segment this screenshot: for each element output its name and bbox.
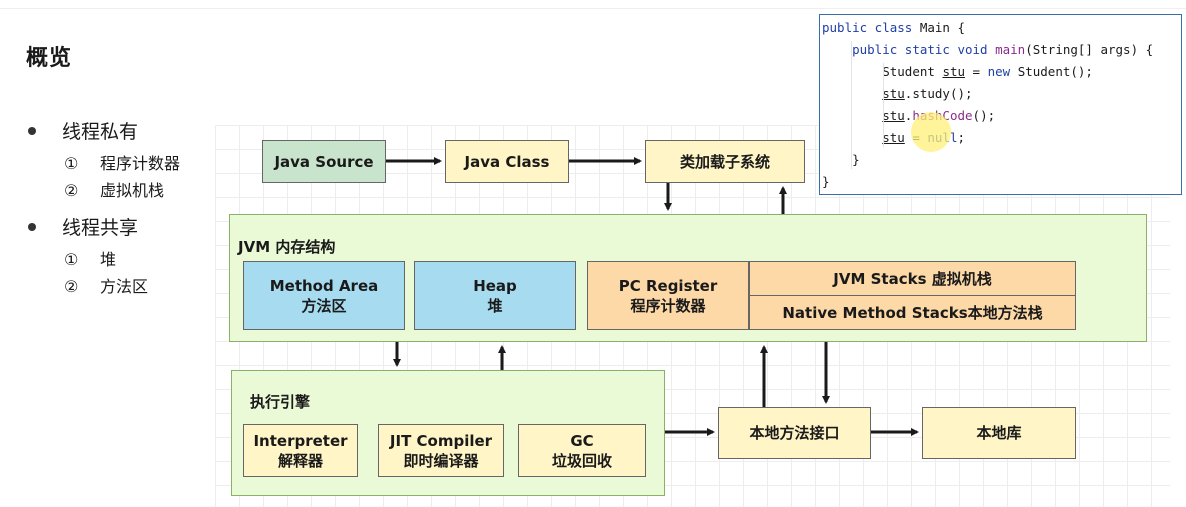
bullet-dot-icon	[28, 126, 36, 135]
bullet-label: 线程私有	[62, 121, 139, 143]
box-label-en: Interpreter	[253, 431, 348, 450]
gc-box: GC 垃圾回收	[518, 424, 646, 477]
box-label-zh: 垃圾回收	[551, 451, 612, 470]
bullet-dot-icon	[28, 222, 36, 231]
code-text: .study();	[904, 86, 973, 101]
code-line: public static void main(String[] args) {	[822, 39, 1181, 61]
jvm-memory-label: JVM 内存结构	[238, 238, 336, 256]
interpreter-box: Interpreter 解释器	[243, 424, 358, 477]
code-variable: stu	[882, 108, 905, 123]
native-library-box: 本地库	[922, 407, 1076, 459]
box-label-en: Method Area	[269, 276, 379, 295]
execution-engine-label: 执行引擎	[250, 393, 311, 411]
jit-compiler-box: JIT Compiler 即时编译器	[378, 424, 504, 477]
code-keyword: public static void	[852, 42, 988, 57]
list-item: ② 虚拟机栈	[64, 177, 164, 201]
code-keyword: public class	[822, 20, 913, 35]
code-text: Main {	[912, 20, 965, 35]
pointer-highlight-icon	[911, 112, 951, 152]
box-label-zh: 解释器	[277, 451, 323, 470]
list-number: ②	[64, 277, 79, 296]
indent-guide	[851, 41, 852, 169]
code-text: .	[904, 108, 913, 123]
code-text: (String[] args) {	[1025, 42, 1154, 57]
code-line: }	[822, 171, 1181, 193]
bullet-thread-private: 线程私有	[28, 117, 138, 144]
bullet-label: 线程共享	[62, 217, 139, 239]
list-item: ② 方法区	[64, 273, 148, 297]
box-label: Java Class	[464, 152, 550, 171]
list-text: 方法区	[100, 277, 149, 296]
box-label: 本地库	[976, 424, 1022, 442]
code-line: public class Main {	[822, 17, 1181, 39]
native-stacks-box: Native Method Stacks本地方法栈	[749, 295, 1076, 330]
code-keyword: new	[987, 64, 1011, 79]
box-label-en: Heap	[473, 276, 517, 295]
box-label: Native Method Stacks本地方法栈	[782, 303, 1043, 322]
box-label: 类加载子系统	[679, 152, 770, 171]
heap-box: Heap 堆	[414, 261, 576, 330]
box-label-en: PC Register	[618, 276, 718, 295]
code-text: ;	[957, 130, 966, 145]
list-number: ①	[64, 250, 79, 269]
java-source-box: Java Source	[262, 140, 386, 183]
list-number: ①	[64, 154, 79, 173]
top-divider	[0, 8, 1186, 9]
native-interface-box: 本地方法接口	[718, 407, 871, 459]
code-variable: stu	[942, 64, 966, 79]
code-line: Student stu = new Student();	[822, 61, 1181, 83]
code-line: stu.study();	[822, 83, 1181, 105]
indent-guide	[883, 63, 884, 147]
box-label-zh: 方法区	[301, 296, 347, 315]
method-area-box: Method Area 方法区	[243, 261, 405, 330]
code-panel: public class Main { public static void m…	[819, 14, 1182, 195]
page-title: 概览	[26, 46, 73, 71]
box-label-zh: 即时编译器	[403, 451, 479, 470]
code-text: }	[852, 152, 860, 167]
list-text: 虚拟机栈	[100, 181, 165, 200]
list-item: ① 程序计数器	[64, 150, 180, 174]
box-label-en: JIT Compiler	[389, 431, 493, 450]
code-text: =	[965, 64, 988, 79]
code-line: stu.hashCode();	[822, 105, 1181, 127]
list-number: ②	[64, 181, 79, 200]
bullet-thread-shared: 线程共享	[28, 213, 138, 240]
class-loader-box: 类加载子系统	[645, 140, 805, 183]
box-label-en: GC	[570, 431, 594, 450]
pc-register-box: PC Register 程序计数器	[587, 261, 749, 330]
code-variable: stu	[882, 86, 905, 101]
java-class-box: Java Class	[445, 140, 569, 183]
box-label: Java Source	[274, 152, 374, 171]
box-label: 本地方法接口	[749, 424, 840, 442]
box-label-zh: 程序计数器	[630, 296, 706, 315]
code-text: }	[822, 174, 830, 189]
code-text: Student();	[1010, 64, 1093, 79]
code-line: stu = null;	[822, 127, 1181, 149]
code-line: }	[822, 149, 1181, 171]
box-label: JVM Stacks 虚拟机栈	[833, 269, 992, 288]
list-text: 堆	[100, 250, 117, 269]
box-label-zh: 堆	[487, 296, 503, 315]
list-text: 程序计数器	[100, 154, 181, 173]
code-variable: stu	[882, 130, 905, 145]
code-method: main	[995, 42, 1026, 57]
code-text: Student	[882, 64, 943, 79]
code-text: ();	[972, 108, 996, 123]
